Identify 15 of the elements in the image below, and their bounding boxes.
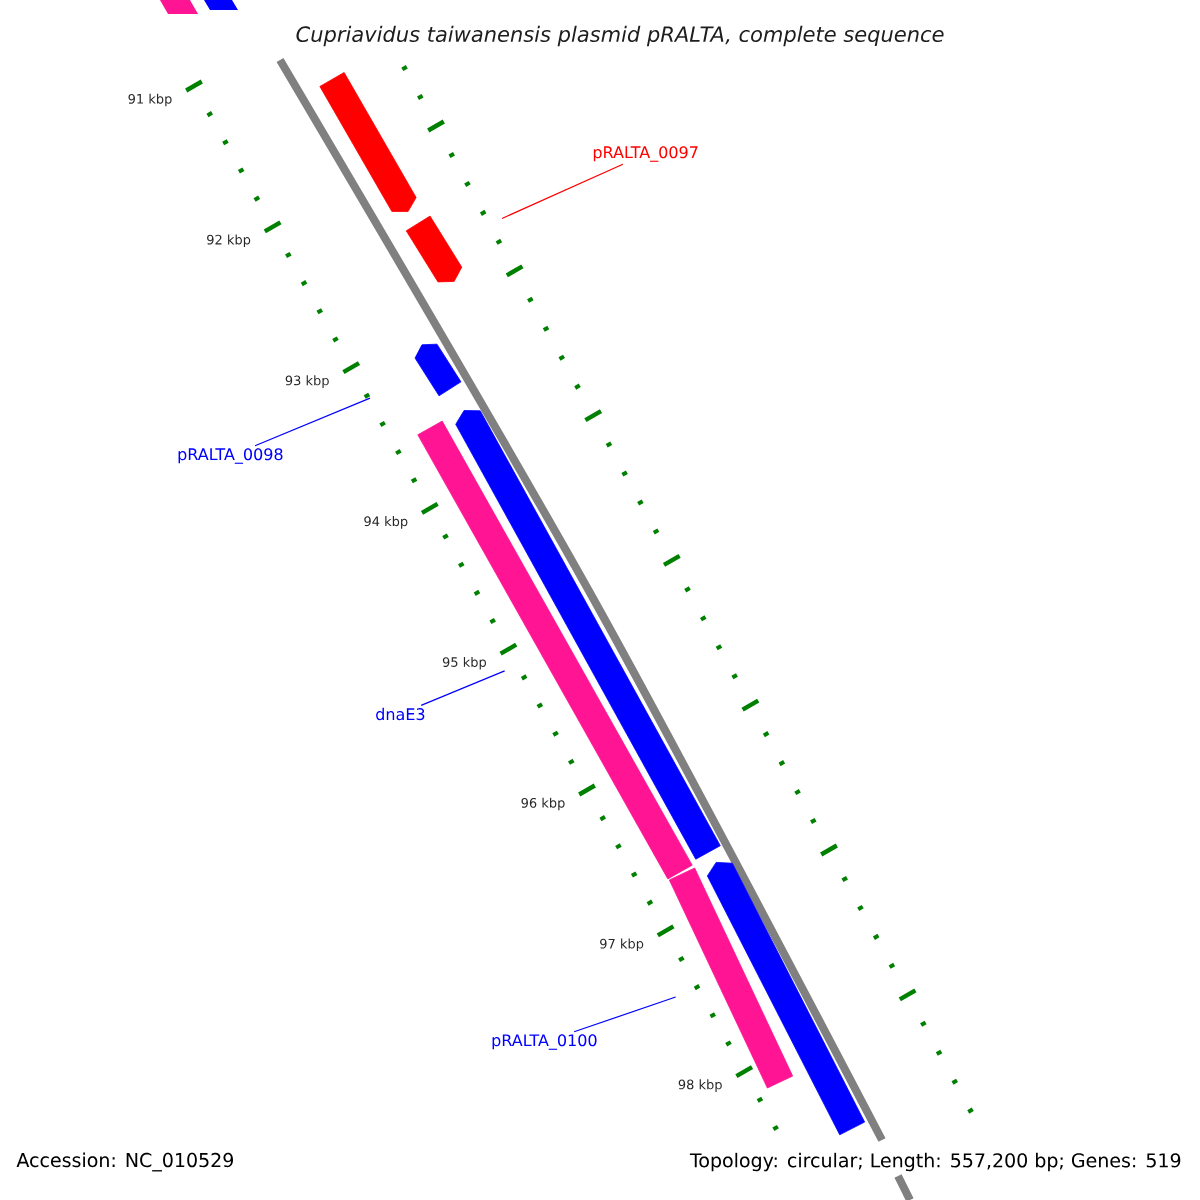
gene-label: pRALTA_0100 [492,1034,597,1050]
gene-block [455,410,721,860]
leader-line [573,996,677,1033]
gene-bar [668,867,794,1089]
leader-line [501,163,624,220]
gene-block [414,343,462,397]
gene-block [319,72,417,212]
gene-label: pRALTA_0098 [178,448,283,464]
gene-label: pRALTA_0097 [593,146,698,162]
title: Cupriavidus taiwanensis plasmid pRALTA, complete sequence [296,25,944,47]
gene-block [405,215,463,283]
footer-text: Accession: NC_010529 [16,1152,233,1172]
gene-label: dnaE3 [376,707,425,721]
leader-line [254,397,371,447]
leader-line [420,670,506,706]
